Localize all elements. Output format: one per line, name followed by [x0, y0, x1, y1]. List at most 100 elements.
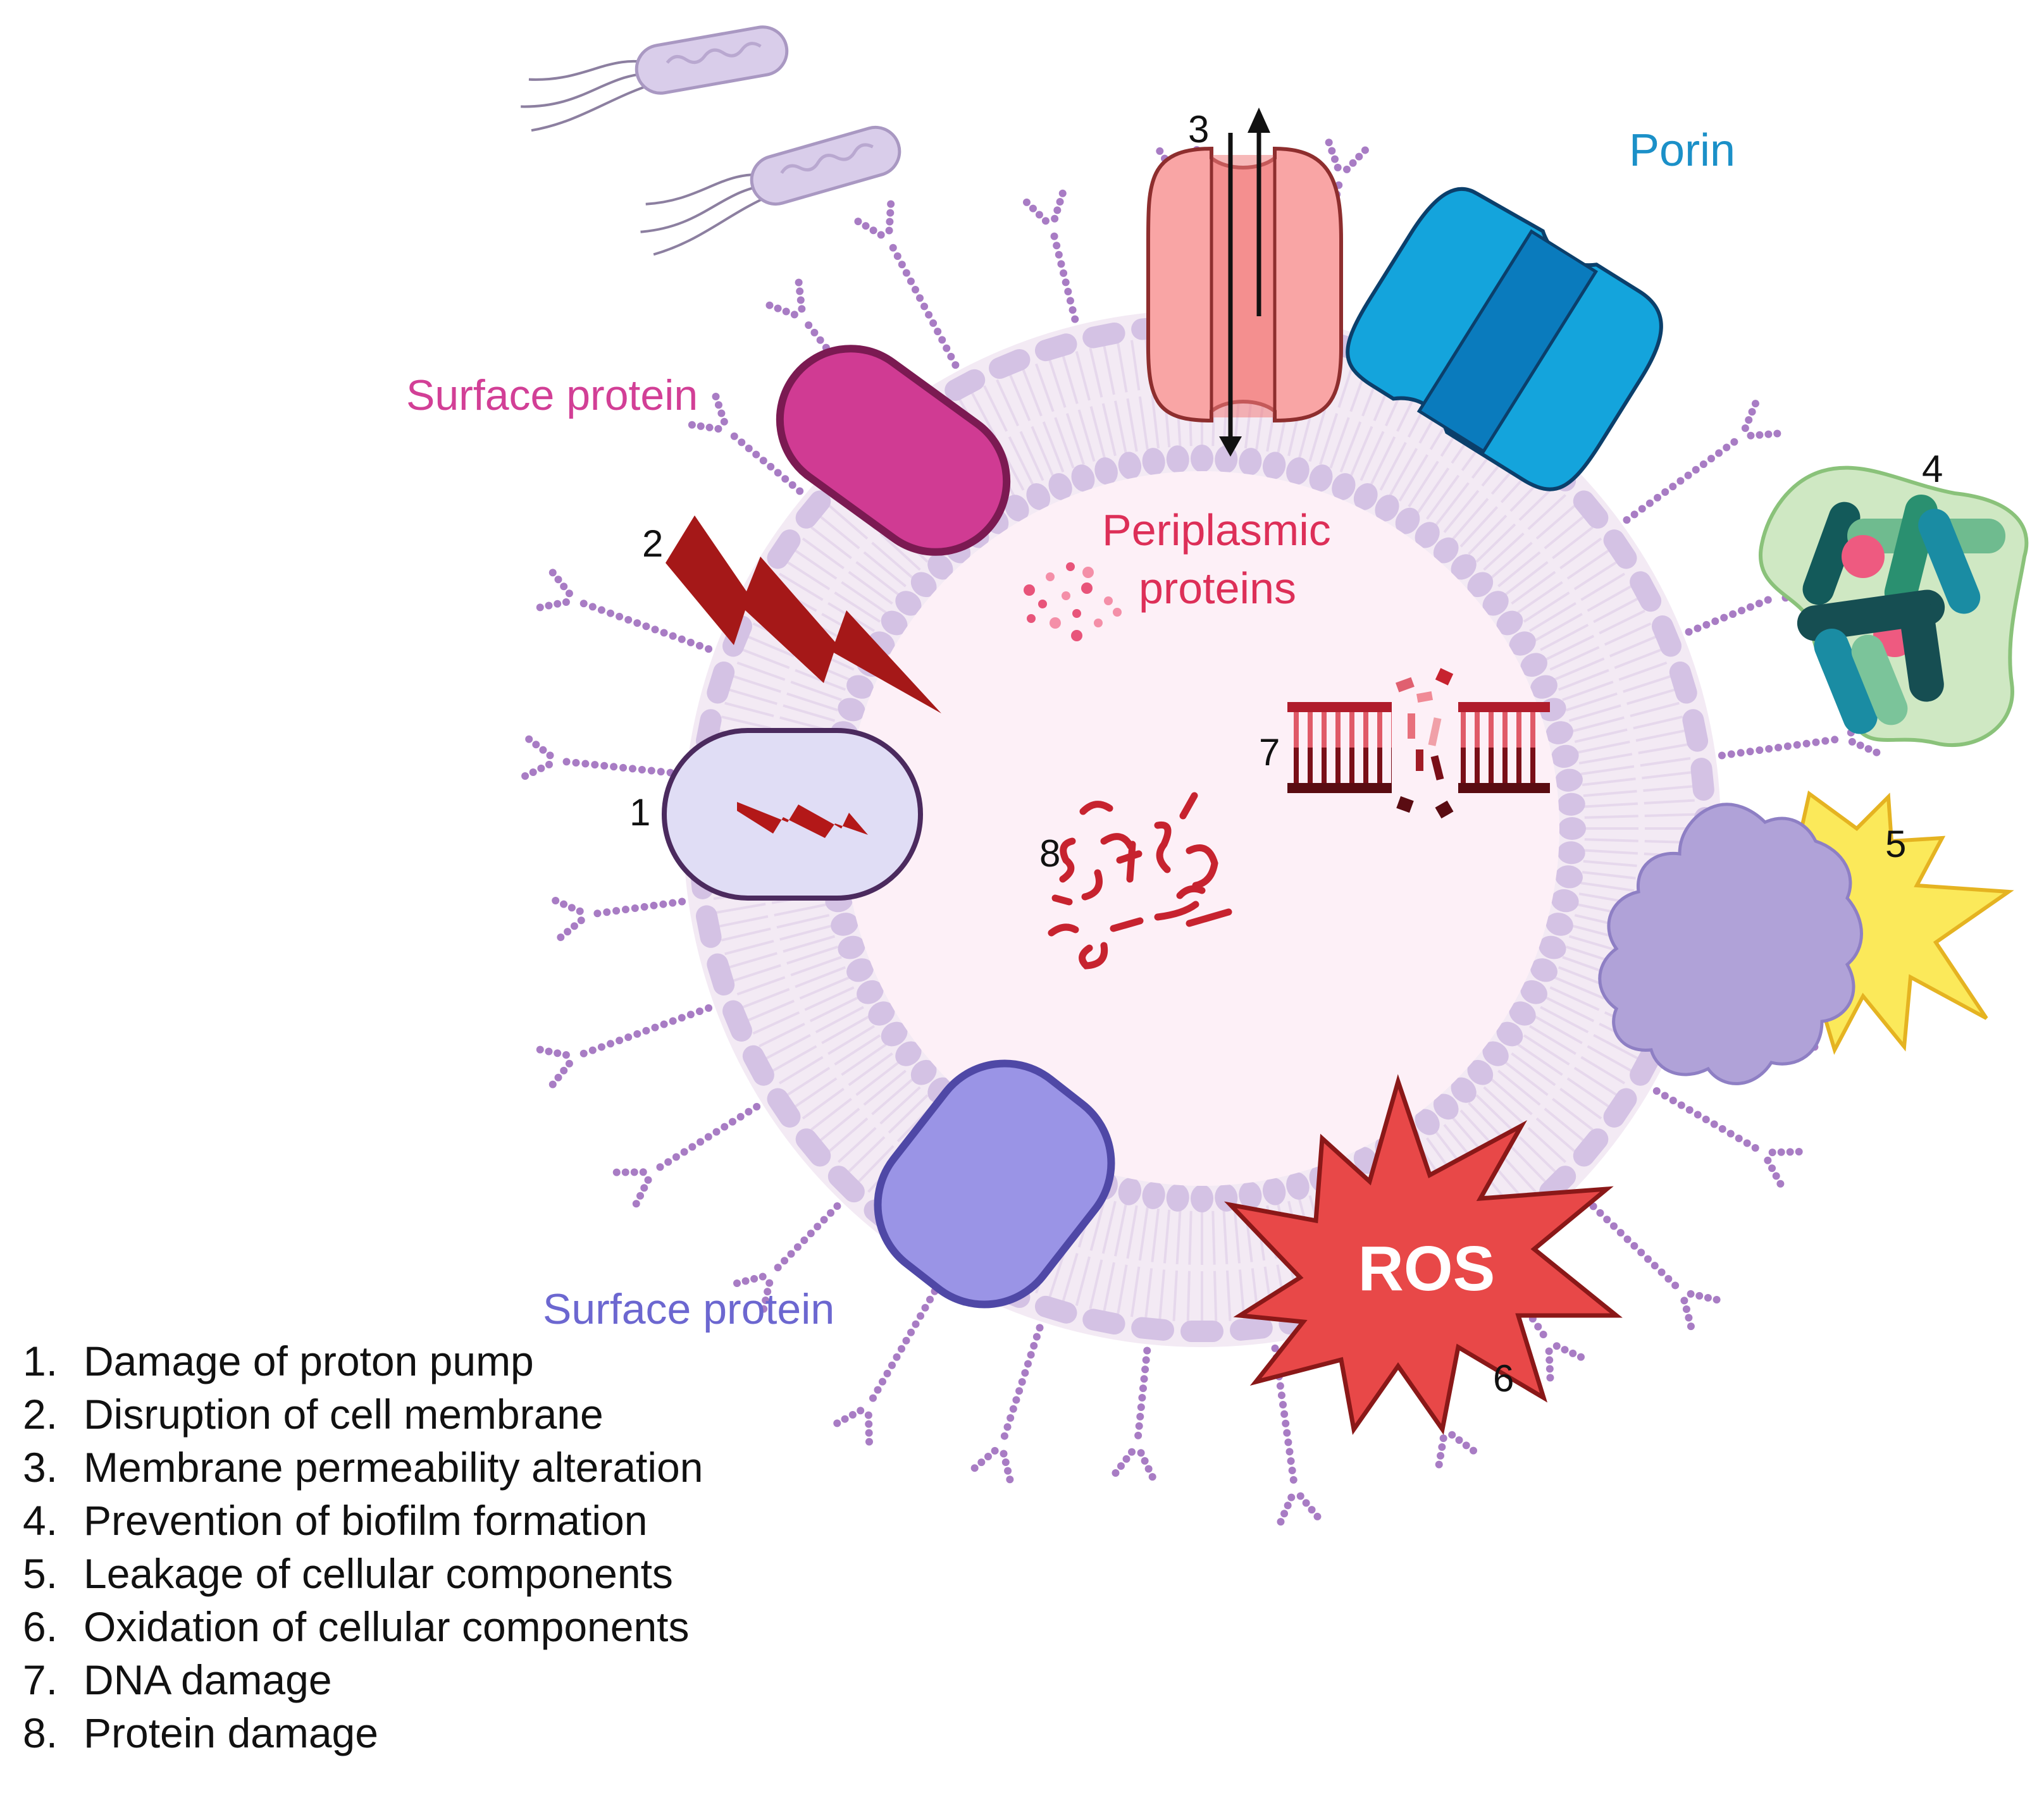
leakage-burst: [1598, 790, 2014, 1085]
lps-chain: [970, 1324, 1044, 1484]
inner-lipid-head: [1451, 1077, 1477, 1103]
lps-chain: [552, 897, 686, 942]
outer-lipid-head: [1034, 1295, 1077, 1324]
lps-chain: [521, 735, 684, 780]
legend-item: 4. Prevention of biofilm formation: [23, 1494, 703, 1547]
periplasmic-protein-dot: [1062, 591, 1070, 600]
inner-lipid-head: [1191, 1185, 1213, 1212]
inner-lipid-head: [1557, 792, 1585, 816]
periplasmic-protein-dot: [1050, 617, 1061, 629]
dna-rung-bottom: [1516, 748, 1521, 783]
inner-lipid-head: [1530, 958, 1558, 982]
periplasmic-protein-dot: [1071, 630, 1082, 641]
dna-rung-bottom: [1502, 748, 1508, 783]
inner-lipid-head: [838, 698, 865, 722]
legend-text: Protein damage: [84, 1710, 378, 1756]
inner-lipid-head: [1433, 537, 1459, 564]
dna-rung-bottom: [1475, 748, 1480, 783]
outer-lipid-head: [945, 369, 986, 401]
periplasmic-protein-dot: [1027, 614, 1036, 623]
legend-number: 4.: [23, 1497, 58, 1544]
inner-lipid-head: [1557, 841, 1585, 865]
legend-item: 2.Disruption of cell membrane: [23, 1388, 703, 1441]
dna-rung-bottom: [1377, 748, 1382, 783]
dna-rung-top: [1377, 712, 1382, 748]
dna-rung-bottom: [1363, 748, 1368, 783]
legend-text: Disruption of cell membrane: [84, 1391, 604, 1438]
inner-lipid-head: [1026, 483, 1051, 510]
lps-chain: [612, 1102, 761, 1208]
outer-lipid-head: [795, 1128, 831, 1167]
legend-item: 7.DNA damage: [23, 1653, 703, 1706]
inner-lipid-head: [1555, 768, 1583, 792]
legend-text: Damage of proton pump: [84, 1338, 534, 1384]
inner-lipid-head: [1415, 1109, 1440, 1135]
outer-lipid-head: [707, 661, 735, 704]
marker-1: 1: [629, 791, 650, 834]
inner-lipid-head: [846, 958, 874, 982]
inner-lipid-head: [1118, 452, 1142, 480]
outer-lipid-head: [767, 529, 801, 569]
periplasmic-protein-dot: [1113, 608, 1122, 617]
inner-lipid-head: [1239, 448, 1262, 476]
legend-item: 5.Leakage of cellular components: [23, 1547, 703, 1600]
inner-lipid-head: [1467, 572, 1494, 598]
periplasmic-protein-dot: [1046, 572, 1055, 581]
disruption-lightning-icon: [666, 515, 941, 713]
inner-lipid-head: [1520, 980, 1547, 1004]
lps-chain: [1623, 400, 1781, 524]
dna-rung-top: [1461, 712, 1466, 748]
dna-rung-top: [1349, 712, 1354, 748]
outer-lipid-head: [1651, 615, 1682, 657]
inner-lipid-head: [857, 980, 884, 1004]
inner-lipid-head: [1142, 1181, 1165, 1209]
dna-rung-top: [1516, 712, 1521, 748]
inner-lipid-head: [1509, 1001, 1536, 1026]
legend-number: 6.: [23, 1603, 58, 1650]
inner-lipid-head: [838, 935, 865, 959]
outer-lipid-head: [1682, 709, 1709, 752]
periplasmic-protein-dot: [1104, 596, 1113, 605]
inner-lipid-head: [1262, 1177, 1286, 1205]
mechanism-legend: 1.Damage of proton pump 2.Disruption of …: [23, 1334, 703, 1759]
inner-lipid-head: [881, 610, 908, 636]
inner-lipid-head: [1118, 1177, 1142, 1205]
outer-lipid-head: [1603, 529, 1637, 569]
legend-number: 8.: [23, 1710, 58, 1756]
surface-protein-top: [776, 345, 1011, 556]
dna-damage: [1287, 668, 1550, 819]
dna-rung-top: [1322, 712, 1327, 748]
outer-lipid-head: [722, 615, 753, 657]
lps-chain: [536, 569, 713, 653]
dna-rung-top: [1475, 712, 1480, 748]
dna-rung-top: [1308, 712, 1313, 748]
inner-lipid-head: [1496, 610, 1523, 636]
inner-lipid-head: [881, 1021, 908, 1047]
legend-number: 3.: [23, 1444, 58, 1491]
legend-text: Prevention of biofilm formation: [84, 1497, 648, 1544]
inner-lipid-head: [1353, 483, 1378, 510]
dna-break-fragments: [1395, 668, 1454, 819]
legend-text: DNA damage: [84, 1656, 332, 1703]
dna-rung-top: [1530, 712, 1535, 748]
outer-lipid-head: [1603, 1088, 1637, 1128]
inner-lipid-head: [1558, 817, 1586, 840]
bacterium-1: [521, 25, 789, 132]
inner-lipid-head: [910, 572, 937, 598]
legend-item: 6.Oxidation of cellular components: [23, 1600, 703, 1653]
ros-label: ROS: [1358, 1233, 1496, 1304]
inner-lipid-head: [1545, 913, 1573, 936]
periplasmic-protein-dot: [1024, 584, 1035, 596]
marker-7: 7: [1259, 731, 1280, 773]
outer-lipid-head: [1573, 490, 1609, 529]
label-porin: Porin: [1629, 125, 1735, 176]
inner-lipid-head: [927, 554, 953, 580]
inner-lipid-head: [1433, 1094, 1459, 1120]
label-periplasmic-line2: proteins: [1139, 564, 1296, 613]
dna-rung-top: [1502, 712, 1508, 748]
inner-lipid-head: [1286, 457, 1310, 485]
marker-8: 8: [1039, 832, 1060, 875]
outer-lipid-head: [742, 1045, 774, 1086]
dna-rung-bottom: [1461, 748, 1466, 783]
